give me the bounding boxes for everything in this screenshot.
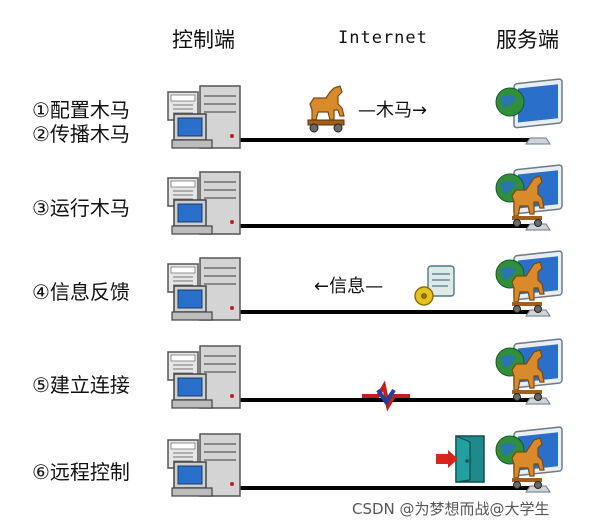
server-infected-icon [494, 426, 570, 502]
internet-header: Internet [338, 28, 428, 48]
client-computer-icon [166, 432, 246, 508]
step-4-label: ④信息反馈 [32, 276, 130, 305]
step-2-label: ②传播木马 [32, 118, 130, 147]
client-computer-icon [166, 170, 246, 246]
step-6-label: ⑥远程控制 [32, 456, 130, 485]
info-feedback-label: ←信息— [314, 272, 383, 298]
step-3-label: ③运行木马 [32, 192, 130, 221]
server-infected-icon [494, 250, 570, 326]
server-infected-icon [494, 338, 570, 414]
server-computer-icon [494, 78, 570, 154]
control-end-header: 控制端 [172, 24, 235, 54]
client-computer-icon [166, 84, 246, 160]
client-computer-icon [166, 344, 246, 420]
info-scroll-icon [410, 262, 460, 314]
server-infected-icon [494, 164, 570, 240]
watermark: CSDN @为梦想而战@大学生 [352, 498, 550, 519]
client-computer-icon [166, 256, 246, 332]
trojan-transfer-label: —木马→ [358, 96, 427, 122]
server-end-header: 服务端 [496, 24, 559, 54]
connection-icon [360, 382, 412, 414]
step-5-label: ⑤建立连接 [32, 369, 130, 398]
trojan-horse-icon [304, 82, 350, 138]
door-icon [434, 434, 490, 488]
